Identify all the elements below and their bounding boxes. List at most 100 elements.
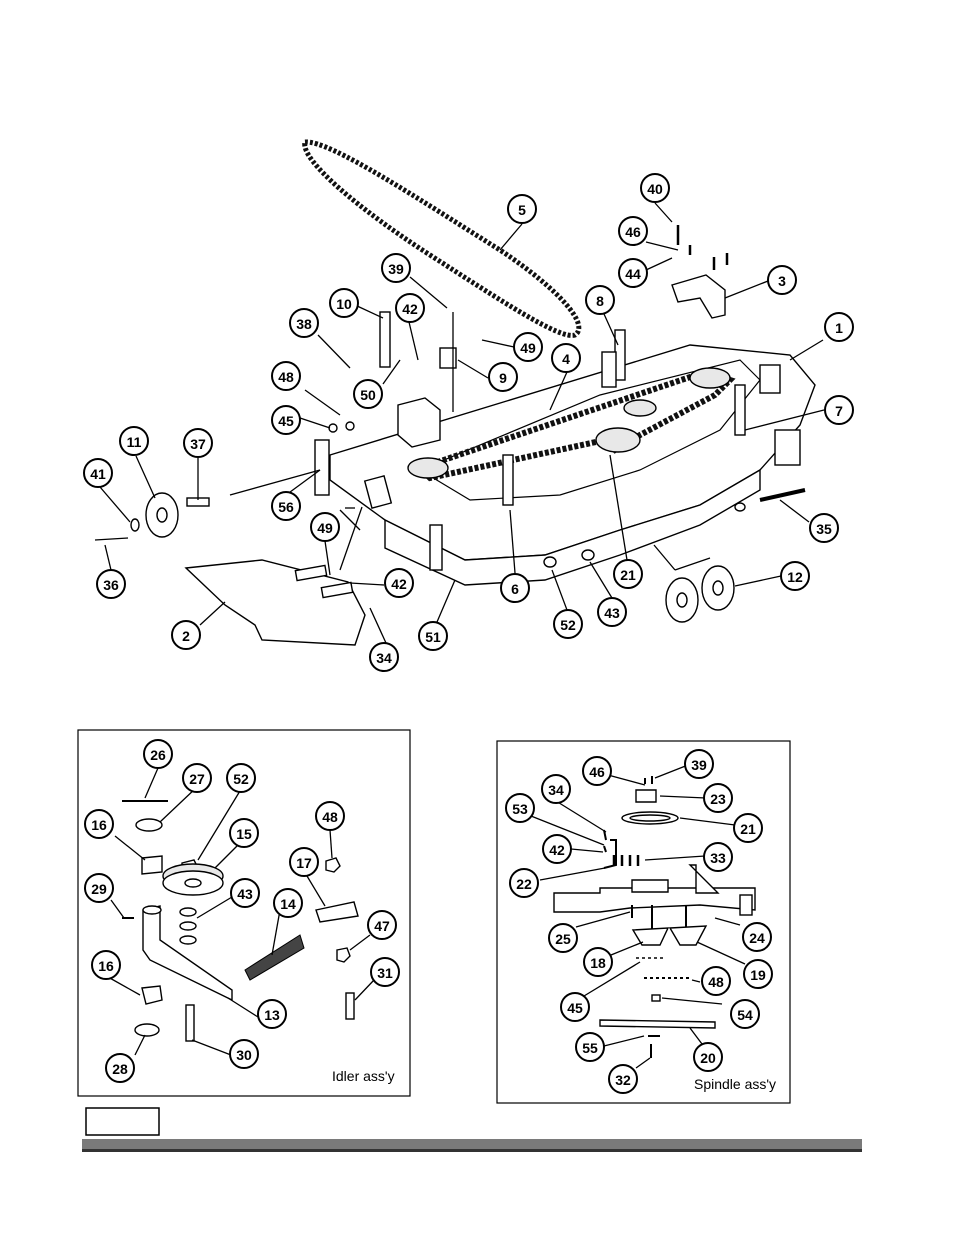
- callout-circle: [105, 1053, 135, 1083]
- callout-circle: [733, 813, 763, 843]
- spindle-caption: Spindle ass'y: [694, 1076, 776, 1092]
- callout-28: 28: [105, 1053, 135, 1083]
- callout-circle: [560, 992, 590, 1022]
- callout-number: 38: [296, 316, 312, 332]
- callout-17: 17: [289, 847, 319, 877]
- callout-number: 31: [377, 965, 393, 981]
- idler-inset-frame: [77, 729, 411, 1097]
- callout-43: 43: [230, 878, 260, 908]
- callout-number: 16: [91, 817, 107, 833]
- callout-circle: [488, 362, 518, 392]
- callout-circle: [500, 573, 530, 603]
- callout-15: 15: [229, 818, 259, 848]
- callout-52: 52: [553, 609, 583, 639]
- callout-circle: [824, 395, 854, 425]
- callout-number: 47: [374, 918, 390, 934]
- callout-circle: [271, 491, 301, 521]
- callout-circle: [513, 332, 543, 362]
- callout-number: 11: [127, 434, 142, 450]
- callout-24: 24: [742, 922, 772, 952]
- idler-assembly-inset: Idler ass'y: [77, 729, 411, 1097]
- callout-number: 39: [388, 261, 404, 277]
- callout-number: 18: [590, 955, 606, 971]
- callout-45: 45: [560, 992, 590, 1022]
- callout-circle: [418, 621, 448, 651]
- right-pulley-part: [689, 367, 731, 389]
- main-leader-lines: [99, 202, 825, 644]
- callout-16: 16: [91, 950, 121, 980]
- callout-circle: [608, 1064, 638, 1094]
- callout-number: 8: [596, 293, 604, 309]
- callout-number: 48: [278, 369, 294, 385]
- callout-49: 49: [310, 512, 340, 542]
- callout-number: 29: [91, 881, 107, 897]
- callout-51: 51: [418, 621, 448, 651]
- callout-42: 42: [395, 293, 425, 323]
- callout-circle: [84, 873, 114, 903]
- discharge-chute-part: [184, 559, 366, 646]
- callout-circle: [585, 285, 615, 315]
- callout-53: 53: [505, 793, 535, 823]
- callout-number: 42: [402, 301, 418, 317]
- callout-circle: [582, 756, 612, 786]
- callout-circle: [171, 620, 201, 650]
- callout-circle: [183, 428, 213, 458]
- callout-number: 32: [615, 1072, 631, 1088]
- callout-circle: [271, 405, 301, 435]
- deck-skirt-part: [384, 468, 761, 586]
- callout-55: 55: [575, 1032, 605, 1062]
- callout-circle: [640, 173, 670, 203]
- idler-caption: Idler ass'y: [332, 1068, 395, 1084]
- callout-circle: [230, 878, 260, 908]
- callout-number: 30: [236, 1047, 252, 1063]
- callout-circle: [384, 568, 414, 598]
- callout-11: 11: [119, 426, 149, 456]
- callout-number: 33: [710, 850, 726, 866]
- callout-number: 55: [582, 1040, 598, 1056]
- callout-number: 45: [567, 1000, 583, 1016]
- callout-41: 41: [83, 458, 113, 488]
- callout-16: 16: [84, 809, 114, 839]
- callout-circle: [509, 868, 539, 898]
- callout-number: 6: [511, 581, 519, 597]
- callout-49: 49: [513, 332, 543, 362]
- footer-rule-line: [82, 1149, 862, 1152]
- callout-number: 7: [835, 403, 843, 419]
- callout-circle: [551, 343, 581, 373]
- callout-27: 27: [182, 763, 212, 793]
- cover-56-part: [397, 397, 441, 448]
- callout-18: 18: [583, 947, 613, 977]
- callout-circle: [370, 957, 400, 987]
- callout-32: 32: [608, 1064, 638, 1094]
- callout-circle: [226, 763, 256, 793]
- callout-circle: [505, 793, 535, 823]
- callout-number: 35: [816, 521, 832, 537]
- callout-circle: [289, 847, 319, 877]
- callout-2: 2: [171, 620, 201, 650]
- callout-number: 14: [280, 896, 296, 912]
- callout-number: 13: [264, 1007, 280, 1023]
- callout-circle: [257, 999, 287, 1029]
- callout-52: 52: [226, 763, 256, 793]
- callout-50: 50: [353, 379, 383, 409]
- callout-number: 46: [625, 224, 641, 240]
- callout-circle: [395, 293, 425, 323]
- callout-circle: [229, 1039, 259, 1069]
- callout-number: 49: [317, 520, 333, 536]
- page-footer: [82, 1107, 862, 1152]
- callout-48: 48: [271, 361, 301, 391]
- callout-number: 45: [278, 413, 294, 429]
- callout-number: 28: [112, 1061, 128, 1077]
- callout-circle: [381, 253, 411, 283]
- callout-number: 41: [90, 466, 106, 482]
- callout-number: 44: [625, 266, 641, 282]
- callout-42: 42: [384, 568, 414, 598]
- callout-circle: [329, 288, 359, 318]
- callout-40: 40: [640, 173, 670, 203]
- callout-21: 21: [613, 559, 643, 589]
- callout-39: 39: [381, 253, 411, 283]
- callout-46: 46: [618, 216, 648, 246]
- callout-circle: [693, 1042, 723, 1072]
- callout-circle: [367, 910, 397, 940]
- callout-circle: [548, 923, 578, 953]
